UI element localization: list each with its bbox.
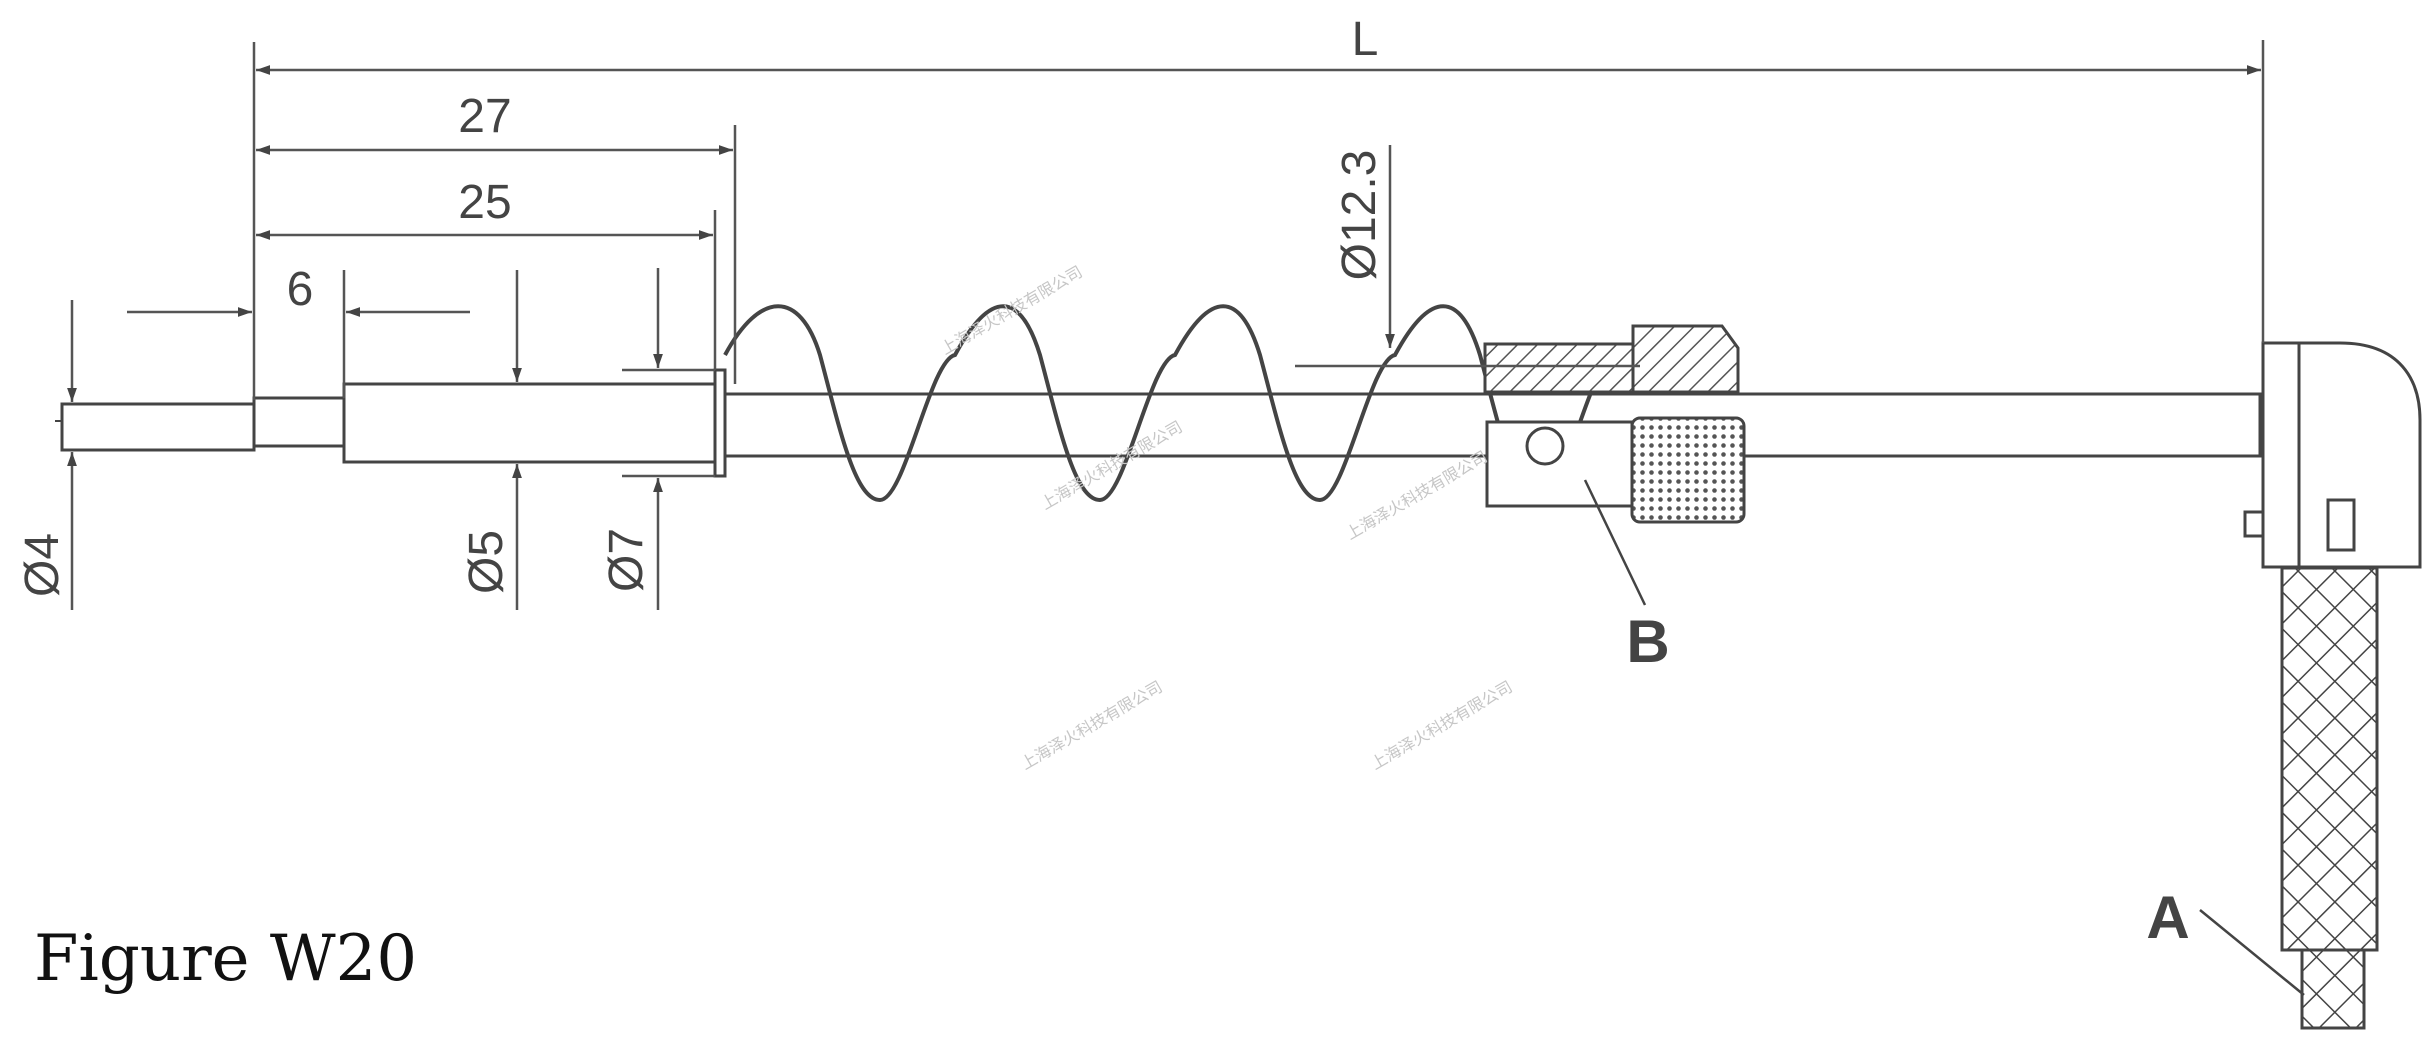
clamp-nut-hatched <box>1631 324 1740 394</box>
probe-shaft <box>60 368 2262 478</box>
handle-tip <box>2300 948 2366 1030</box>
flange-notch-left <box>2243 510 2265 538</box>
dimension-6 <box>127 270 470 398</box>
clamp-hatched-section <box>1483 342 1635 394</box>
dimension-l <box>252 40 2265 400</box>
diameter-4-label: Ø4 <box>16 533 69 597</box>
shaft-segment-d7 <box>342 382 721 464</box>
watermark-text: 上海泽火科技有限公司 <box>938 262 1086 358</box>
knurled-handle <box>2280 566 2379 952</box>
knurled-knob <box>1630 416 1746 524</box>
tip-segment-d4 <box>60 402 256 452</box>
coil-spring <box>723 304 1616 503</box>
watermark-text: 上海泽火科技有限公司 <box>1018 677 1166 773</box>
watermark-text: 上海泽火科技有限公司 <box>1343 447 1491 543</box>
elbow-fitting <box>2243 341 2422 569</box>
elbow-body <box>2297 341 2422 569</box>
dimension-l-label: L <box>1352 13 1379 66</box>
shaft-segment-d5 <box>252 396 346 448</box>
clamp-screw-hole <box>1525 426 1565 466</box>
sliding-clamp <box>1483 324 1746 524</box>
diameter-12-3 <box>1295 145 1640 368</box>
callout-a-label: A <box>2146 884 2189 951</box>
flange-notch-right <box>2326 498 2356 552</box>
diameter-5-label: Ø5 <box>460 530 513 594</box>
callout-a-leader <box>2199 909 2305 996</box>
callout-b-label: B <box>1626 608 1669 675</box>
figure-caption: Figure W20 <box>34 922 418 996</box>
watermark-text: 上海泽火科技有限公司 <box>1368 677 1516 773</box>
callout-b-leader <box>1583 479 1647 606</box>
dimension-25 <box>256 210 717 370</box>
dimension-27 <box>256 125 737 384</box>
diameter-7 <box>622 268 715 610</box>
dimension-25-label: 25 <box>458 176 511 229</box>
end-flange <box>2261 341 2301 569</box>
diameter-7-label: Ø7 <box>600 528 653 592</box>
watermarks: 上海泽火科技有限公司 上海泽火科技有限公司 上海泽火科技有限公司 上海泽火科技有… <box>938 262 1516 773</box>
dimension-6-label: 6 <box>287 263 314 316</box>
diameter-12-3-label: Ø12.3 <box>1333 150 1386 281</box>
dimension-27-label: 27 <box>458 90 511 143</box>
